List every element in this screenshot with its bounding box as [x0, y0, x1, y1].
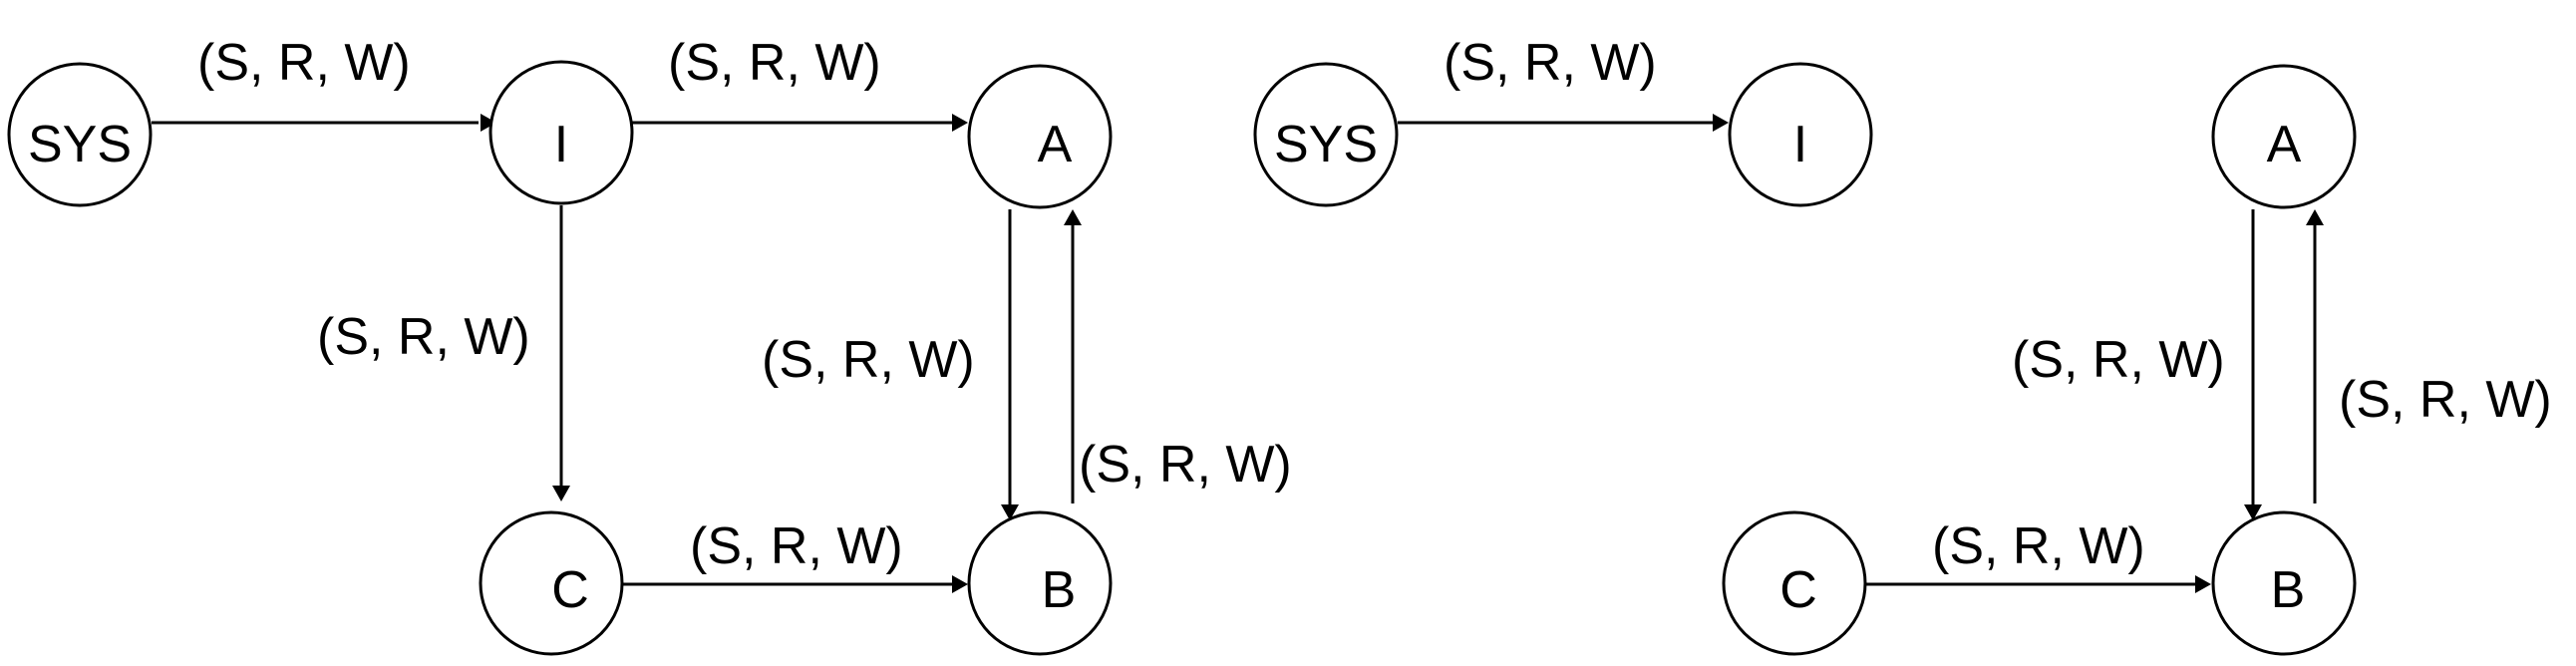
- right-edge-c-to-b-arrowhead: [2195, 575, 2211, 593]
- left-node-c-label: C: [551, 561, 589, 619]
- right-node-c-label: C: [1779, 561, 1817, 619]
- left-label-sys-to-i: (S, R, W): [197, 34, 411, 92]
- right-label-b-to-a: (S, R, W): [2339, 371, 2552, 429]
- left-edge-a-to-b-arrowhead: [1001, 504, 1019, 520]
- left-label-i-to-a: (S, R, W): [668, 34, 881, 92]
- left-node-a-label: A: [1038, 116, 1073, 173]
- left-label-b-to-a: (S, R, W): [1079, 436, 1292, 494]
- right-edge-a-to-b-arrowhead: [2244, 504, 2262, 520]
- right-label-c-to-b: (S, R, W): [1932, 517, 2145, 575]
- right-node-a-label: A: [2267, 116, 2302, 173]
- right-node-i: I: [1728, 62, 1873, 207]
- left-edge-c-to-b-arrowhead: [952, 575, 968, 593]
- right-graph: SYS I A C B (S, R, W) (S, R, W) (S, R, W…: [1253, 34, 2552, 656]
- right-node-c: C: [1722, 510, 1867, 656]
- right-node-sys: SYS: [1253, 62, 1399, 207]
- right-node-a: A: [2211, 64, 2357, 209]
- left-node-c: C: [479, 510, 624, 656]
- left-node-a: A: [967, 64, 1113, 209]
- right-node-b: B: [2211, 510, 2357, 656]
- left-label-i-to-c: (S, R, W): [317, 308, 530, 366]
- left-node-b: B: [967, 510, 1113, 656]
- left-label-a-to-b: (S, R, W): [762, 331, 975, 389]
- left-edge-i-to-a-arrowhead: [952, 114, 968, 132]
- left-label-c-to-b: (S, R, W): [690, 517, 903, 575]
- right-label-a-to-b: (S, R, W): [2012, 331, 2225, 389]
- left-graph: SYS I A C B (S, R, W) (S, R, W) (S, R, W…: [7, 34, 1292, 656]
- right-node-i-label: I: [1793, 116, 1807, 173]
- left-edge-sys-to-i-arrowhead: [481, 114, 496, 132]
- right-label-sys-to-i: (S, R, W): [1444, 34, 1657, 92]
- right-edge-b-to-a-arrowhead: [2306, 209, 2324, 225]
- left-edge-i-to-c-arrowhead: [552, 486, 570, 501]
- left-edge-b-to-a-arrowhead: [1064, 209, 1082, 225]
- left-node-b-label: B: [1042, 561, 1077, 619]
- right-edge-sys-to-i-arrowhead: [1713, 114, 1729, 132]
- right-node-b-label: B: [2271, 561, 2306, 619]
- left-node-i: I: [488, 60, 634, 205]
- left-node-sys-label: SYS: [28, 116, 132, 173]
- left-node-sys: SYS: [7, 62, 153, 207]
- right-node-sys-label: SYS: [1274, 116, 1378, 173]
- left-node-i-label: I: [554, 116, 568, 173]
